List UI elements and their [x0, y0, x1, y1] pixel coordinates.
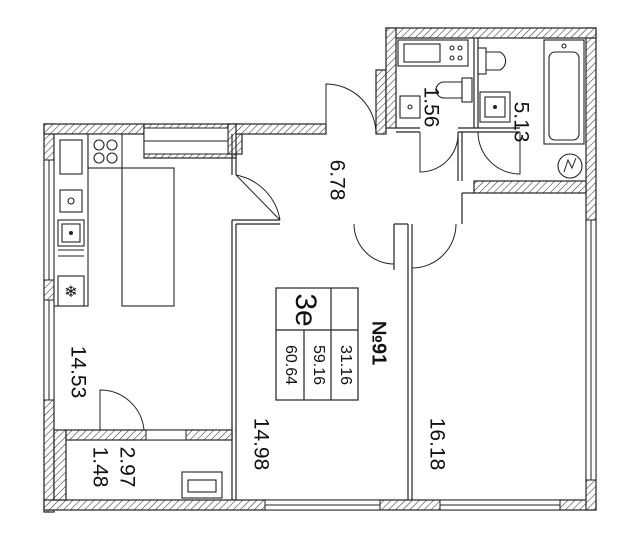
balcony-fixtures [181, 471, 223, 499]
room-area-balcony-reduced: 1.48 [88, 447, 111, 488]
snowflake-icon: ❄ [64, 284, 77, 301]
interior-walls [53, 38, 520, 501]
toilet-icon [435, 77, 473, 103]
room-area-balcony-full: 2.97 [115, 447, 138, 488]
room-area-bathroom: 5.13 [509, 102, 532, 143]
boiler-icon [557, 153, 583, 179]
room-area-bedroom-right: 16.18 [425, 418, 448, 471]
living-area-value: 31.16 [337, 345, 354, 385]
kitchen-fixtures: ❄ [53, 133, 175, 307]
windows [43, 127, 597, 511]
apartment-number: №91 [368, 321, 390, 366]
stove-icon [93, 139, 118, 164]
doors [99, 83, 521, 431]
bathtub-icon [543, 39, 585, 145]
total-living-area-value: 59.16 [310, 345, 327, 385]
total-area-value: 60.64 [282, 345, 299, 385]
room-area-wc: 1.56 [419, 87, 442, 128]
area-table [275, 287, 359, 401]
wc-fixtures [397, 39, 473, 119]
room-number-label: 3е [289, 293, 322, 326]
fridge-box [57, 275, 85, 307]
room-area-bedroom-middle: 14.98 [249, 418, 272, 471]
bathroom-fixtures [477, 39, 585, 179]
room-area-kitchen: 14.53 [66, 346, 89, 399]
toilet-bath-icon [477, 47, 507, 75]
sink-icon [57, 219, 85, 247]
washbasin-icon [479, 91, 511, 123]
room-area-corridor: 6.78 [325, 160, 348, 201]
